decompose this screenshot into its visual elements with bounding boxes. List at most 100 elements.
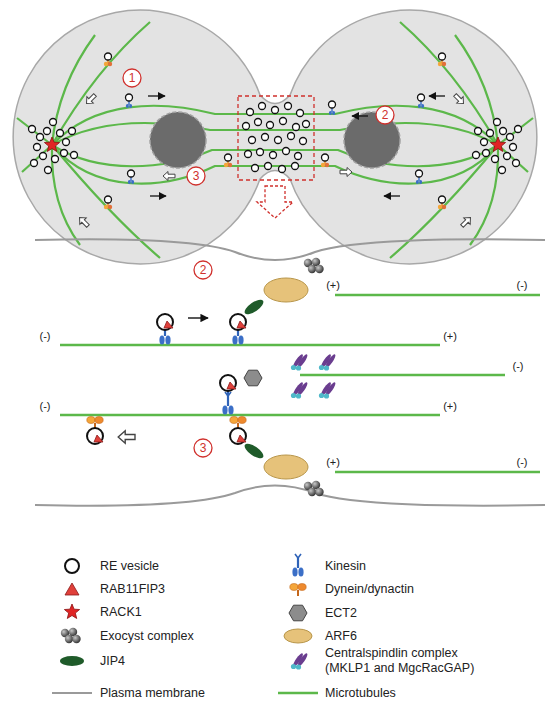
plasma-membrane <box>35 486 545 506</box>
polarity-label: (+) <box>443 401 457 412</box>
legend-samples <box>60 656 84 666</box>
legend-samples <box>65 583 79 595</box>
polarity-label: (-) <box>517 457 528 468</box>
midbody-vesicles <box>265 163 272 170</box>
kinesin-cargo <box>222 392 233 415</box>
microtubule-arrays <box>230 22 533 258</box>
legend-text: Plasma membrane <box>100 686 205 701</box>
midbody-vesicles <box>257 149 264 156</box>
centralspindlin <box>319 353 337 370</box>
legend-text: Kinesin <box>325 559 366 574</box>
midbody-vesicles <box>252 165 259 172</box>
kinesin-cargo <box>157 314 246 415</box>
direction-arrows <box>148 95 165 96</box>
legend-samples <box>61 628 81 643</box>
ect2 <box>244 370 262 386</box>
midbody-vesicles <box>262 134 269 141</box>
transport-vesicles <box>418 94 425 108</box>
direction-arrows <box>352 115 368 116</box>
midbody-vesicles <box>255 119 262 126</box>
midbody-vesicles <box>247 109 254 116</box>
callout-circle <box>123 69 394 457</box>
hollow-arrows <box>83 92 98 107</box>
legend-text: Exocyst complex <box>100 629 194 644</box>
callout-number: 2 <box>200 264 207 276</box>
midbody-vesicles <box>295 153 302 160</box>
callout-circle <box>187 167 205 185</box>
transport-vesicles <box>104 53 112 66</box>
centralspindlin <box>291 353 309 370</box>
exocyst-complex <box>304 258 324 273</box>
legend-text: RAB11FIP3 <box>100 582 165 597</box>
midbody-vesicles <box>243 123 250 130</box>
callout-circle <box>123 69 141 87</box>
legend-text: RE vesicle <box>100 559 159 574</box>
callout-number: 1 <box>129 72 136 84</box>
midbody-vesicles <box>245 151 252 158</box>
legend-samples <box>290 584 306 596</box>
dynein-cargo <box>230 428 246 444</box>
callout-number: 2 <box>382 109 389 121</box>
midbody-vesicles <box>243 103 310 173</box>
hollow-arrows <box>340 168 352 177</box>
microtubule <box>300 374 505 377</box>
hollow-arrow <box>118 431 135 444</box>
microtubule <box>335 294 540 297</box>
centralspindlin <box>291 381 309 398</box>
midbody-vesicles <box>259 103 266 110</box>
hollow-arrows <box>163 172 175 181</box>
dynein-cargo <box>87 417 246 444</box>
legend-samples <box>278 692 318 695</box>
jip4 <box>242 441 265 461</box>
microtubule <box>60 295 540 472</box>
microtubule <box>335 471 540 474</box>
transport-vesicles <box>128 170 135 184</box>
direction-arrows <box>429 95 445 96</box>
legend-samples <box>65 559 79 573</box>
direction-arrows <box>148 96 445 196</box>
legend-text: RACK1 <box>100 605 142 620</box>
transport-vesicles <box>416 170 423 184</box>
jip4 <box>242 297 265 317</box>
legend-samples <box>289 605 307 621</box>
plasma-membrane <box>35 239 545 505</box>
hollow-arrows <box>76 92 473 229</box>
legend-text: JIP4 <box>100 654 125 669</box>
polarity-label: (+) <box>326 457 340 468</box>
transport-vesicles <box>224 154 232 167</box>
callout-circle <box>194 261 212 279</box>
dividing-cell <box>13 10 537 264</box>
midbody-vesicles <box>285 103 292 110</box>
zoom-arrow <box>257 186 293 218</box>
microtubule <box>60 344 440 347</box>
kinesin-cargo <box>157 314 173 330</box>
callout-number: 3 <box>193 170 200 182</box>
zoom-frame <box>238 96 314 180</box>
legend-samples <box>291 652 309 669</box>
midbody-vesicles <box>300 138 307 145</box>
transport-vesicles <box>126 94 133 108</box>
midbody-vesicles <box>283 148 290 155</box>
microtubule-arrays <box>17 22 320 258</box>
microtubule <box>60 414 440 417</box>
direction-arrows <box>150 195 166 196</box>
midbody-vesicles <box>279 166 286 173</box>
midbody-vesicles <box>297 110 304 117</box>
legend-samples <box>284 629 312 643</box>
legend-text: ECT2 <box>325 606 357 621</box>
transport-vesicles <box>438 53 446 66</box>
midbody-vesicles <box>275 137 282 144</box>
arf6 <box>264 278 308 479</box>
direction-arrow <box>188 317 208 318</box>
arf6 <box>264 278 308 302</box>
microtubule-arrays <box>17 22 533 258</box>
legend-samples <box>52 692 92 694</box>
nucleus <box>150 112 206 168</box>
legend-samples <box>64 604 79 618</box>
plasma-membrane <box>35 239 545 260</box>
hollow-arrows <box>76 214 91 229</box>
midbody-vesicles <box>272 107 279 114</box>
